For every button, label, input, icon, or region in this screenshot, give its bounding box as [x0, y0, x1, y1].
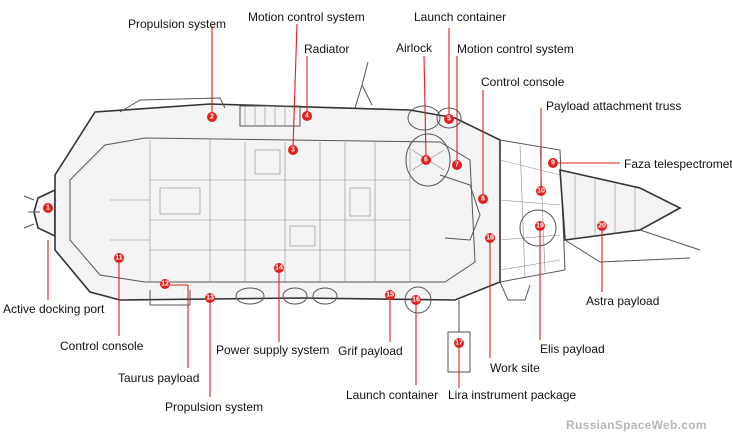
label-elis-payload: Elis payload [540, 342, 605, 356]
callout-16: 16 [411, 295, 421, 305]
callout-13: 13 [205, 293, 215, 303]
label-grif-payload: Grif payload [338, 344, 403, 358]
label-motion-control-system-right: Motion control system [457, 42, 574, 56]
label-active-docking-port: Active docking port [3, 302, 105, 316]
svg-text:4: 4 [305, 113, 309, 120]
docking-cone [33, 188, 56, 238]
docking-probe [23, 195, 40, 229]
svg-text:13: 13 [206, 295, 214, 302]
label-payload-attachment-truss: Payload attachment truss [546, 99, 681, 113]
svg-text:20: 20 [598, 223, 606, 230]
callout-6: 6 [421, 155, 431, 165]
callout-4: 4 [302, 111, 312, 121]
svg-text:15: 15 [386, 292, 394, 299]
callout-3: 3 [288, 145, 298, 155]
svg-text:7: 7 [455, 162, 459, 169]
pressurized-compartment [69, 137, 476, 283]
callout-20: 20 [597, 221, 607, 231]
label-radiator: Radiator [304, 42, 349, 56]
callout-7: 7 [452, 160, 462, 170]
label-launch-container-top: Launch container [414, 10, 506, 24]
label-propulsion-system-bottom: Propulsion system [165, 400, 263, 414]
svg-text:8: 8 [481, 196, 485, 203]
label-control-console-bottom: Control console [60, 339, 144, 353]
antenna-boom [354, 61, 373, 109]
callout-1: 1 [43, 203, 53, 213]
callout-5: 5 [444, 114, 454, 124]
airlock-shape [405, 133, 451, 187]
label-control-console-top: Control console [481, 75, 565, 89]
svg-text:9: 9 [551, 160, 555, 167]
lower-equipment [149, 281, 531, 314]
svg-text:6: 6 [424, 157, 428, 164]
launch-container-top-shape [407, 105, 441, 131]
svg-text:10: 10 [537, 188, 545, 195]
label-propulsion-system-top: Propulsion system [128, 17, 226, 31]
callout-19: 19 [535, 221, 545, 231]
label-airlock: Airlock [396, 41, 433, 55]
astra-payload-shape [559, 168, 682, 241]
label-astra-payload: Astra payload [586, 294, 659, 308]
label-launch-container-bottom: Launch container [346, 388, 438, 402]
svg-text:18: 18 [486, 235, 494, 242]
svg-text:12: 12 [161, 281, 169, 288]
svg-text:2: 2 [210, 114, 214, 121]
svg-text:14: 14 [275, 265, 283, 272]
label-lira-instrument-package: Lira instrument package [448, 388, 576, 402]
label-faza-telespectrometer: Faza telespectrometer [624, 157, 732, 171]
callout-11: 11 [114, 253, 124, 263]
svg-text:5: 5 [447, 116, 451, 123]
svg-text:3: 3 [291, 147, 295, 154]
svg-text:11: 11 [115, 255, 123, 262]
radiator-panel [239, 105, 301, 127]
label-work-site: Work site [490, 361, 540, 375]
label-power-supply-system: Power supply system [216, 343, 329, 357]
label-taurus-payload: Taurus payload [118, 371, 199, 385]
callout-17: 17 [454, 338, 464, 348]
callout-14: 14 [274, 263, 284, 273]
svg-text:16: 16 [412, 297, 420, 304]
callout-18: 18 [485, 233, 495, 243]
callout-10: 10 [536, 186, 546, 196]
svg-text:1: 1 [46, 205, 50, 212]
component-labels: Propulsion system Motion control system … [3, 10, 732, 414]
callout-markers: 1 2 3 4 5 6 7 8 9 10 11 12 13 14 15 16 1… [43, 111, 607, 348]
svg-text:19: 19 [536, 223, 544, 230]
spacecraft-drawing [23, 61, 701, 373]
callout-9: 9 [548, 158, 558, 168]
work-site-shape [439, 174, 481, 241]
callout-8: 8 [478, 194, 488, 204]
leader-lines [47, 23, 620, 397]
site-credit: RussianSpaceWeb.com [566, 418, 707, 432]
callout-2: 2 [207, 112, 217, 122]
label-motion-control-system-top: Motion control system [248, 10, 365, 24]
top-fairing [119, 97, 226, 113]
equipment-racks [110, 140, 411, 282]
elis-payload-shape [519, 209, 557, 247]
svg-text:17: 17 [455, 340, 463, 347]
callout-12: 12 [160, 279, 170, 289]
nose-struts [564, 229, 701, 263]
callout-15: 15 [385, 290, 395, 300]
